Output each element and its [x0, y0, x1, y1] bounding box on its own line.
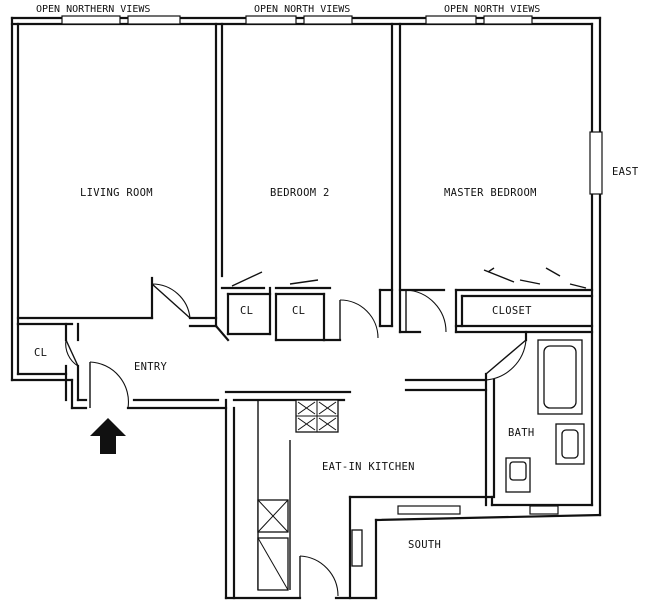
room-label-entry: ENTRY	[134, 361, 167, 373]
compass-south: SOUTH	[408, 539, 441, 551]
room-label-cl-left: CL	[34, 347, 47, 359]
up-arrow-icon	[90, 418, 126, 454]
room-label-living: LIVING ROOM	[80, 187, 153, 199]
bath-fixtures	[505, 339, 585, 493]
views-label-left: OPEN NORTHERN VIEWS	[36, 4, 150, 15]
north-windows	[61, 15, 533, 25]
south-window-kitchen	[397, 505, 461, 515]
closet-doors	[231, 267, 587, 289]
east-window	[589, 131, 603, 195]
kitchen-fixtures	[257, 399, 363, 591]
views-label-right: OPEN NORTH VIEWS	[444, 4, 540, 15]
room-label-bath: BATH	[508, 427, 535, 439]
room-label-closet: CLOSET	[492, 305, 532, 317]
views-label-middle: OPEN NORTH VIEWS	[254, 4, 350, 15]
room-label-bedroom-2: BEDROOM 2	[270, 187, 330, 199]
compass-east: EAST	[612, 166, 639, 178]
room-label-cl-mid-a: CL	[240, 305, 253, 317]
room-label-master: MASTER BEDROOM	[444, 187, 537, 199]
door-swings	[65, 283, 527, 598]
room-label-kitchen: EAT-IN KITCHEN	[322, 461, 415, 473]
room-label-cl-mid-b: CL	[292, 305, 305, 317]
south-window-bath	[529, 505, 559, 515]
